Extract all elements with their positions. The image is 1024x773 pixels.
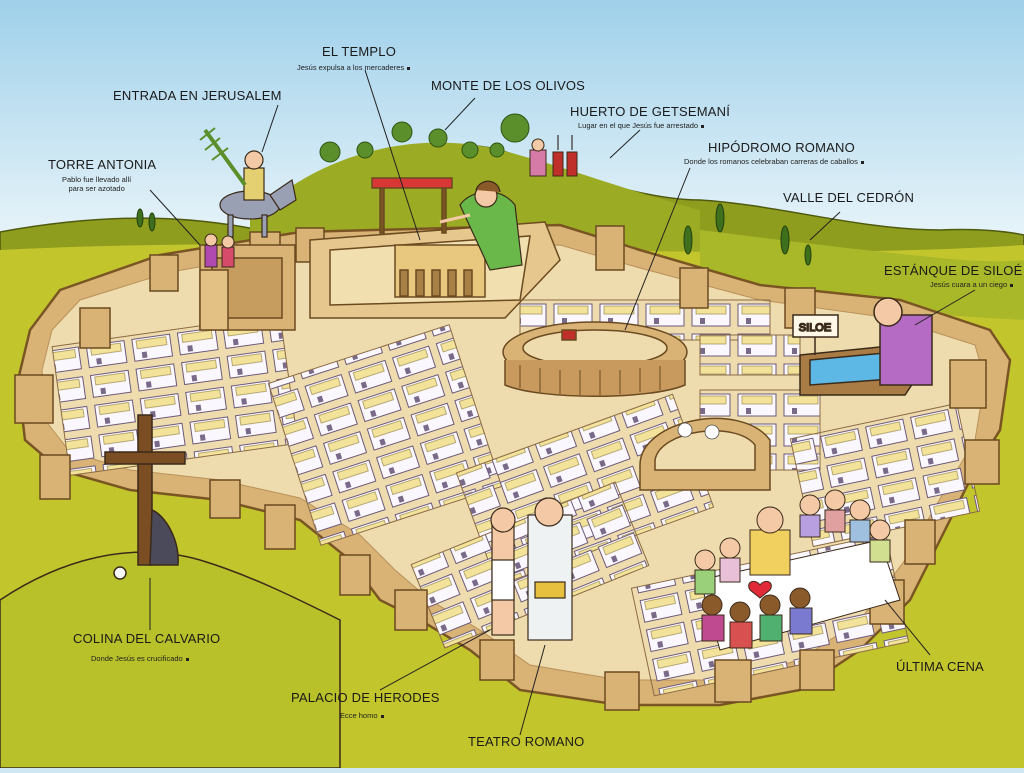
huerto-getsemani-desc: Lugar en el que Jesús fue arrestado xyxy=(578,121,705,130)
siloe-pool: SILOE xyxy=(792,297,933,396)
label-entrada-jerusalem[interactable]: ENTRADA EN JERUSALEM xyxy=(113,88,282,103)
label-leader-lines xyxy=(149,69,976,736)
bullet-icon xyxy=(860,160,864,164)
huerto-getsemani-title: HUERTO DE GETSEMANÍ xyxy=(570,104,731,119)
bullet-icon xyxy=(407,66,411,70)
wall-towers xyxy=(14,225,1000,711)
torre-antonia-desc-line2: para ser azotado xyxy=(68,184,125,193)
label-palacio-herodes[interactable]: PALACIO DE HERODES xyxy=(291,690,440,705)
colina-calvario-title: COLINA DEL CALVARIO xyxy=(73,631,221,646)
bullet-icon xyxy=(701,124,705,128)
torre-antonia-title: TORRE ANTONIA xyxy=(48,157,157,172)
bullet-icon xyxy=(380,714,384,718)
torre-antonia-desc: Pablo fue llevado allí para ser azotado xyxy=(62,175,131,193)
olive-trees-icon xyxy=(319,113,530,163)
cypress-trees-icon xyxy=(136,203,812,266)
last-supper-group xyxy=(694,489,901,651)
label-estanque-siloe[interactable]: ESTÁNQUE DE SILOÉ xyxy=(884,263,1023,278)
hipodromo-desc: Donde los romanos celebraban carreras de… xyxy=(684,157,864,166)
palacio-herodes-desc: Ecce homo xyxy=(340,711,384,720)
torre-antonia-figures xyxy=(204,233,235,268)
valle-cedron-title: VALLE DEL CEDRÓN xyxy=(783,190,915,205)
roman-theatre xyxy=(639,417,771,491)
siloe-sign-text: SILOE xyxy=(799,322,831,334)
bullet-icon xyxy=(1010,283,1014,287)
label-teatro-romano[interactable]: TEATRO ROMANO xyxy=(468,734,584,749)
teatro-romano-title: TEATRO ROMANO xyxy=(468,734,585,749)
hipodromo-title: HIPÓDROMO ROMANO xyxy=(708,140,855,155)
estanque-siloe-desc-text: Jesús cuara a un ciego xyxy=(930,280,1008,289)
entrance-donkey-figure xyxy=(199,127,297,238)
bullet-icon xyxy=(185,657,189,661)
entrada-jerusalem-title: ENTRADA EN JERUSALEM xyxy=(113,88,282,103)
calvary-cross xyxy=(0,414,341,769)
getsemani-soldiers xyxy=(529,135,578,177)
hipodromo-desc-text: Donde los romanos celebraban carreras de… xyxy=(684,157,858,166)
huerto-getsemani-desc-text: Lugar en el que Jesús fue arrestado xyxy=(578,121,699,130)
label-monte-olivos[interactable]: MONTE DE LOS OLIVOS xyxy=(431,78,585,93)
estanque-siloe-desc: Jesús cuara a un ciego xyxy=(930,280,1014,289)
label-el-templo[interactable]: EL TEMPLO xyxy=(322,44,396,59)
jesus-temple-figure xyxy=(439,180,523,271)
label-valle-cedron[interactable]: VALLE DEL CEDRÓN xyxy=(783,190,914,205)
el-templo-desc-text: Jesús expulsa a los mercaderes xyxy=(297,63,405,72)
label-colina-calvario[interactable]: COLINA DEL CALVARIO xyxy=(73,631,220,646)
label-torre-antonia[interactable]: TORRE ANTONIA xyxy=(48,157,156,172)
el-templo-title: EL TEMPLO xyxy=(322,44,397,59)
hippodrome xyxy=(502,321,688,397)
label-huerto-getsemani[interactable]: HUERTO DE GETSEMANÍ xyxy=(570,104,730,119)
label-ultima-cena[interactable]: ÚLTIMA CENA xyxy=(896,659,984,674)
colina-calvario-desc-text: Donde Jesús es crucificado xyxy=(91,654,183,663)
estanque-siloe-title: ESTÁNQUE DE SILOÉ xyxy=(884,263,1023,278)
monte-olivos-title: MONTE DE LOS OLIVOS xyxy=(431,78,586,93)
torre-antonia-desc-line1: Pablo fue llevado allí xyxy=(62,175,132,184)
el-templo-desc: Jesús expulsa a los mercaderes xyxy=(297,63,411,72)
herodes-palace-figures xyxy=(490,497,573,641)
palacio-herodes-title: PALACIO DE HERODES xyxy=(291,690,440,705)
ultima-cena-title: ÚLTIMA CENA xyxy=(896,659,984,674)
colina-calvario-desc: Donde Jesús es crucificado xyxy=(91,654,189,663)
palacio-herodes-desc-text: Ecce homo xyxy=(340,711,378,720)
label-hipodromo[interactable]: HIPÓDROMO ROMANO xyxy=(708,140,855,155)
